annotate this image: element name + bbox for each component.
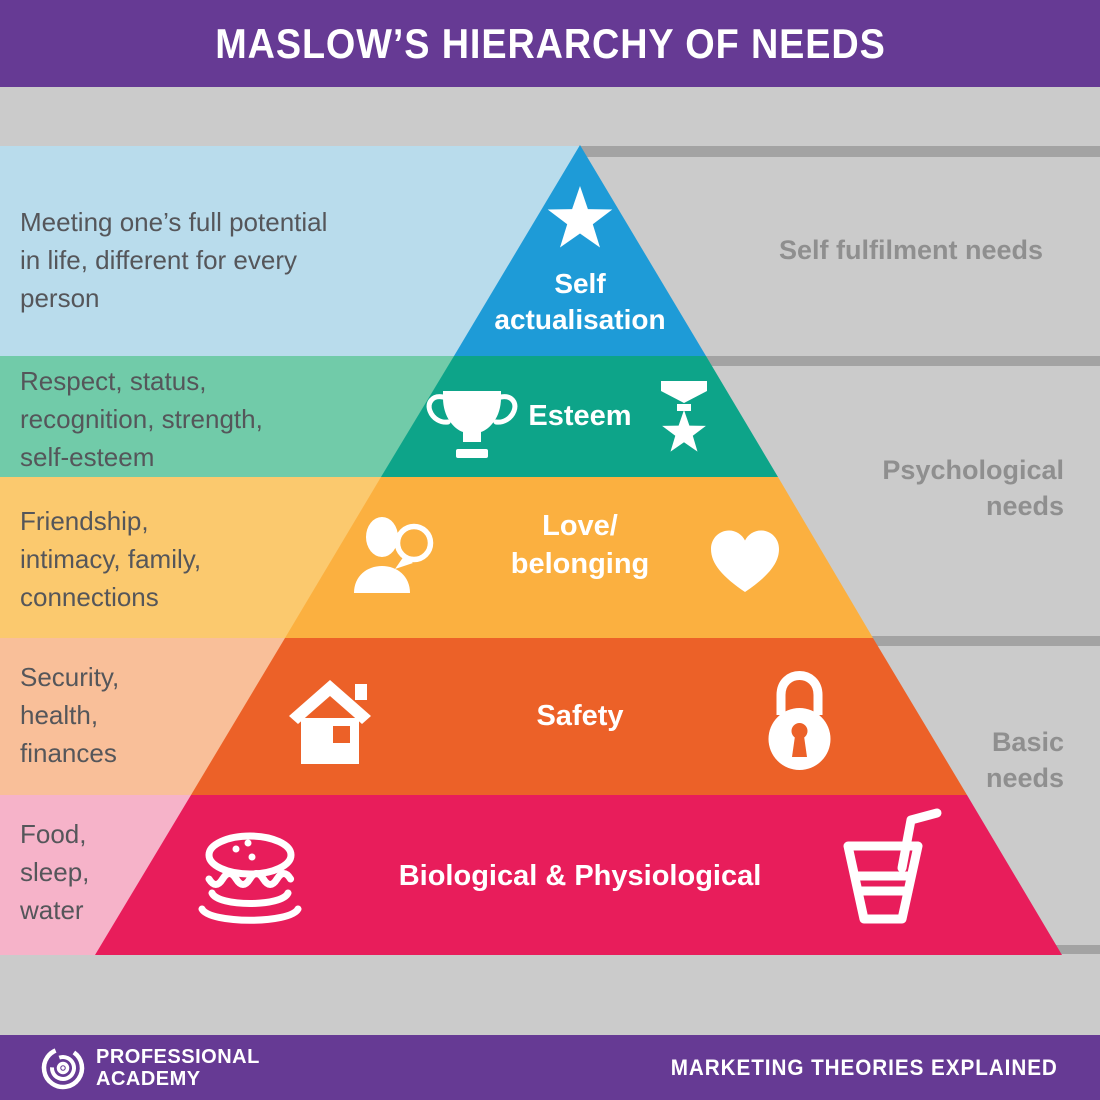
label-biological: Biological & Physiological bbox=[398, 860, 762, 892]
description-biological: Food, sleep, water bbox=[20, 819, 90, 925]
description-safety: Security, health, finances bbox=[20, 662, 120, 768]
padlock-icon bbox=[768, 671, 831, 770]
brand-line2: ACADEMY bbox=[96, 1067, 201, 1090]
brand-line1: PROFESSIONAL bbox=[96, 1045, 260, 1068]
page-title: MASLOW’S HIERARCHY OF NEEDS bbox=[214, 19, 886, 67]
section-label-psychological: Psychological needs bbox=[882, 455, 1064, 521]
section-label-basic: Basic needs bbox=[985, 727, 1064, 793]
professional-academy-logo-icon bbox=[41, 1046, 85, 1089]
description-love-belonging: Friendship, intimacy, family, connection… bbox=[20, 506, 202, 612]
label-love-belonging: Love/ belonging bbox=[510, 510, 650, 580]
pyramid-levels bbox=[95, 145, 1062, 955]
heart-icon bbox=[711, 530, 779, 592]
divider-top bbox=[575, 146, 1100, 157]
trophy-icon bbox=[426, 391, 518, 458]
divider-selffulfilment-psychological bbox=[575, 356, 1100, 366]
footer-tagline: MARKETING THEORIES EXPLAINED bbox=[670, 1054, 1058, 1080]
medal-icon bbox=[661, 381, 707, 452]
section-label-self-fulfilment: Self fulfilment needs bbox=[778, 235, 1043, 265]
description-esteem: Respect, status, recognition, strength, … bbox=[20, 366, 263, 472]
header-bar: MASLOW’S HIERARCHY OF NEEDS bbox=[0, 0, 1100, 87]
pyramid-level-safety bbox=[191, 638, 967, 795]
person-speech-icon bbox=[354, 517, 434, 593]
brand-block: PROFESSIONAL ACADEMY bbox=[40, 1045, 260, 1091]
description-self-actualisation: Meeting one’s full potential in life, di… bbox=[20, 207, 328, 313]
drink-icon bbox=[843, 808, 942, 924]
house-icon bbox=[289, 680, 371, 764]
burger-icon bbox=[198, 832, 302, 924]
pyramid-level-biological bbox=[95, 795, 1062, 955]
pyramid-level-self-actualisation bbox=[454, 145, 706, 356]
brand-name: PROFESSIONAL ACADEMY bbox=[96, 1046, 260, 1090]
star-icon bbox=[547, 186, 613, 248]
label-safety: Safety bbox=[536, 700, 624, 732]
label-esteem: Esteem bbox=[528, 400, 632, 432]
label-self-actualisation: Self actualisation bbox=[494, 268, 666, 335]
pyramid-level-love-belonging bbox=[285, 477, 873, 638]
footer-bar: PROFESSIONAL ACADEMY MARKETING THEORIES … bbox=[0, 1035, 1100, 1100]
